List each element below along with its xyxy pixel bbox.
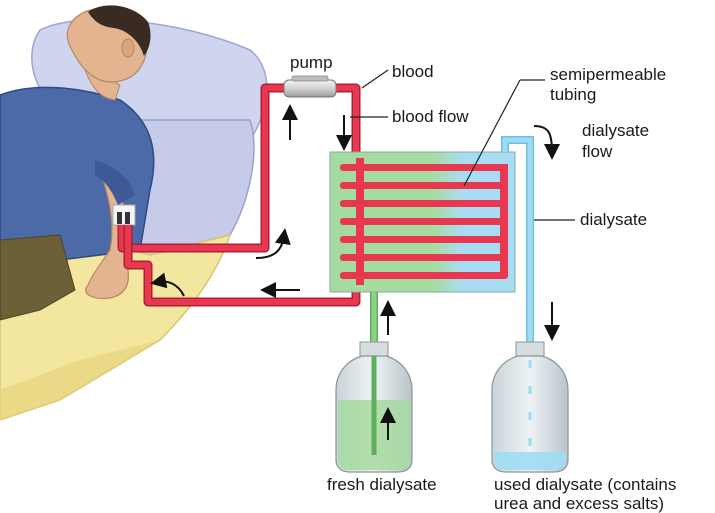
used-dialysate-bottle	[492, 342, 568, 472]
label-dialysate: dialysate	[580, 210, 647, 229]
label-pump: pump	[290, 53, 333, 72]
label-dialysate-flow-1: dialysate	[582, 121, 649, 140]
label-used-dialysate-1: used dialysate (contains	[494, 475, 676, 494]
label-dialysate-flow-2: flow	[582, 142, 613, 161]
label-blood-flow: blood flow	[392, 107, 469, 126]
dialysis-chamber	[330, 152, 515, 292]
label-fresh-dialysate: fresh dialysate	[327, 475, 437, 494]
label-used-dialysate-2: urea and excess salts)	[494, 494, 664, 513]
label-blood: blood	[392, 62, 434, 81]
patient-illustration	[0, 5, 267, 420]
fresh-dialysate-bottle	[336, 342, 412, 472]
flow-arrow-icon	[534, 126, 552, 152]
label-semipermeable: semipermeable	[550, 65, 666, 84]
pump-icon	[284, 76, 336, 97]
label-tubing: tubing	[550, 85, 596, 104]
